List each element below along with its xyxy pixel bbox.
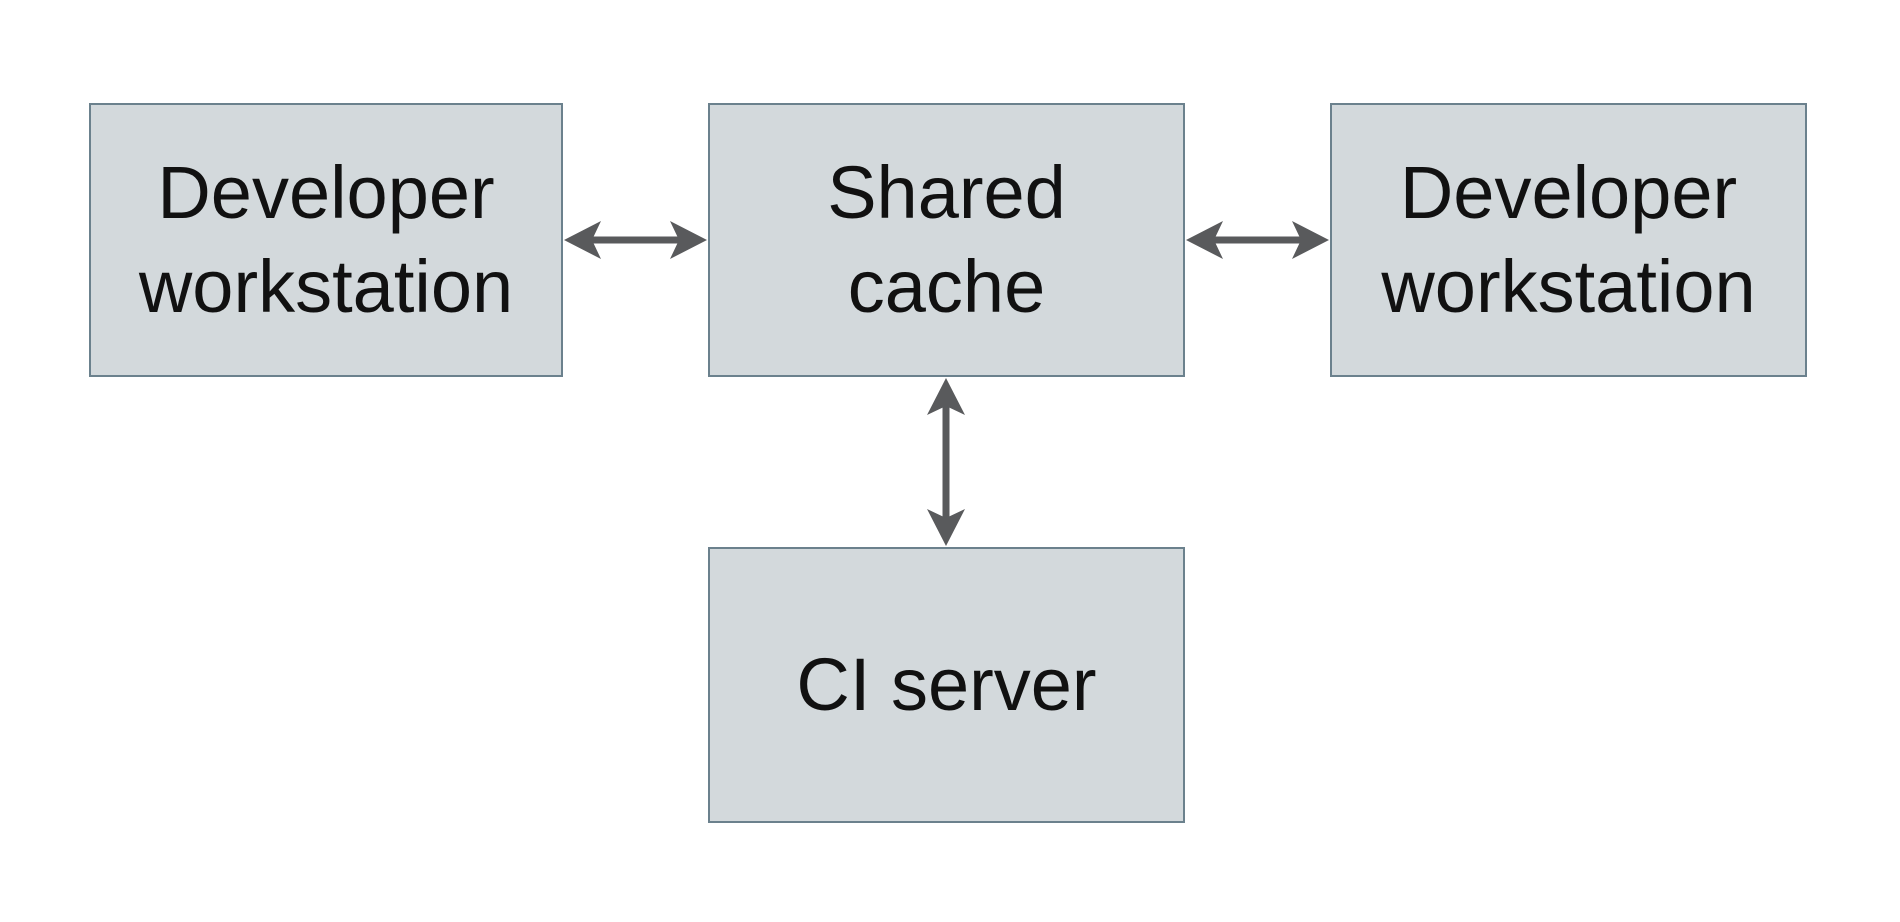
node-developer-workstation-right-label: Developer workstation: [1381, 151, 1756, 328]
arrowhead-top: [927, 378, 965, 415]
arrow-devleft-cache-bidirectional: [564, 221, 707, 259]
node-ci-server-label: CI server: [796, 643, 1097, 727]
node-shared-cache-label: Shared cache: [827, 151, 1066, 328]
arrowhead-right: [670, 221, 707, 259]
arrowhead-left: [564, 221, 601, 259]
arrowhead-left: [1186, 221, 1223, 259]
node-developer-workstation-right: Developer workstation: [1330, 103, 1807, 377]
arrowhead-bottom: [927, 509, 965, 546]
arrow-cache-ciserver-bidirectional: [927, 378, 965, 546]
arrow-cache-devright-bidirectional: [1186, 221, 1329, 259]
arrowhead-right: [1292, 221, 1329, 259]
node-developer-workstation-left: Developer workstation: [89, 103, 563, 377]
node-developer-workstation-left-label: Developer workstation: [138, 151, 514, 328]
node-ci-server: CI server: [708, 547, 1185, 823]
node-shared-cache: Shared cache: [708, 103, 1185, 377]
